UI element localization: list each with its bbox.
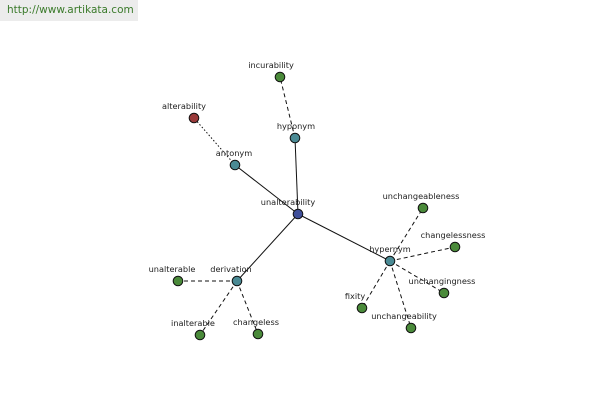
label-unalterable[interactable]: unalterable	[149, 264, 196, 274]
label-inalterable[interactable]: inalterable	[171, 318, 215, 328]
label-fixity[interactable]: fixity	[345, 291, 365, 301]
label-unchangeability[interactable]: unchangeability	[371, 311, 437, 321]
label-changelessness[interactable]: changelessness	[421, 230, 486, 240]
label-changeless[interactable]: changeless	[233, 317, 279, 327]
nodes-layer	[172, 71, 461, 341]
node-inalterable[interactable]	[194, 329, 206, 341]
label-alterability[interactable]: alterability	[162, 101, 206, 111]
label-hypernym[interactable]: hypernym	[369, 244, 411, 254]
edge-hypernym-unchangeableness	[389, 207, 424, 262]
label-unchangingness[interactable]: unchangingness	[409, 276, 476, 286]
edge-center-antonym	[234, 164, 299, 215]
node-hyponym[interactable]	[289, 132, 301, 144]
edge-center-hypernym	[297, 213, 391, 262]
edge-derivation-inalterable	[199, 280, 238, 336]
edges-layer	[178, 76, 456, 336]
edge-derivation-changeless	[236, 280, 259, 335]
labels-layer: unalterability antonym hyponym derivation hy…	[149, 60, 486, 328]
label-derivation[interactable]: derivation	[210, 264, 251, 274]
node-unchangingness[interactable]	[438, 287, 450, 299]
label-antonym[interactable]: antonym	[216, 148, 252, 158]
node-changeless[interactable]	[252, 328, 264, 340]
node-hypernym[interactable]	[384, 255, 396, 267]
node-fixity[interactable]	[356, 302, 368, 314]
edge-hyponym-incurability	[279, 76, 296, 139]
label-center[interactable]: unalterability	[261, 197, 316, 207]
edge-hypernym-fixity	[361, 260, 391, 309]
node-changelessness[interactable]	[449, 241, 461, 253]
node-alterability[interactable]	[188, 112, 200, 124]
label-unchangeableness[interactable]: unchangeableness	[383, 191, 460, 201]
node-center[interactable]	[292, 208, 304, 220]
site-url-link[interactable]: http://www.artikata.com	[0, 0, 138, 21]
node-unchangeableness[interactable]	[417, 202, 429, 214]
node-antonym[interactable]	[229, 159, 241, 171]
node-unchangeability[interactable]	[405, 322, 417, 334]
node-unalterable[interactable]	[172, 275, 184, 287]
node-derivation[interactable]	[231, 275, 243, 287]
node-incurability[interactable]	[274, 71, 286, 83]
label-hyponym[interactable]: hyponym	[277, 121, 315, 131]
label-incurability[interactable]: incurability	[248, 60, 294, 70]
edge-center-hyponym	[294, 137, 299, 215]
edge-hypernym-unchangingness	[389, 260, 445, 294]
edge-hypernym-unchangeability	[389, 260, 412, 329]
edge-center-derivation	[236, 213, 299, 282]
